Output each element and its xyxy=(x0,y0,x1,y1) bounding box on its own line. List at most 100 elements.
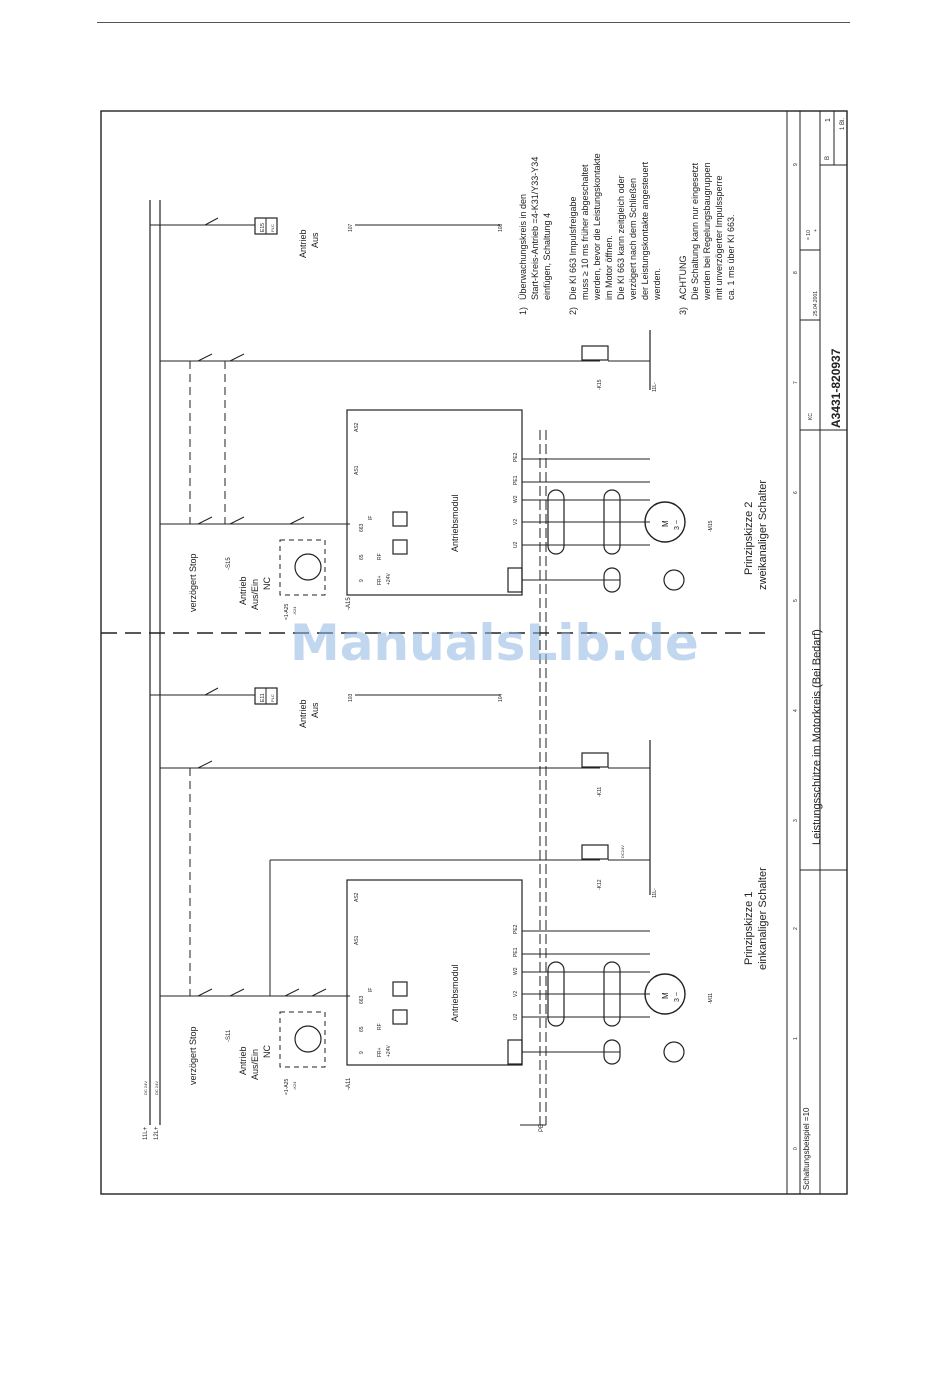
page-top-rule xyxy=(97,22,850,23)
coil-k15 xyxy=(581,345,609,361)
col-4: 4 xyxy=(793,709,799,712)
note-3-num: 3) xyxy=(678,307,688,315)
term-v2-2: V2 xyxy=(513,519,519,525)
plc-ref-1: =1-A25 xyxy=(284,1079,290,1095)
motor-m15 xyxy=(644,501,686,543)
col-0: 0 xyxy=(793,1147,799,1150)
note-2-l4: im Motor öffnen. xyxy=(604,235,614,300)
date-field: 25.04.2001 xyxy=(813,291,819,316)
pe-rail-label: PE xyxy=(539,1124,545,1132)
notes-block: 1) Überwachungskreis in den Start-Kreis-… xyxy=(518,153,736,315)
coil-k15-label: -K15 xyxy=(597,379,603,390)
note-1-l3: einfügen, Schaltung 4 xyxy=(542,213,552,300)
coil-k11 xyxy=(581,752,609,768)
stop-label-1: verzögert Stop xyxy=(188,1026,198,1085)
kc-field: KC xyxy=(808,413,814,420)
term-as1-2: AS1 xyxy=(354,465,360,475)
note-2-l7: der Leistungskontakte angesteuert xyxy=(640,161,650,300)
motor-m11-m: M xyxy=(661,992,670,999)
motor-m15-m: M xyxy=(661,520,670,527)
col-5: 5 xyxy=(793,599,799,602)
antrieb-aus-2: Antrieb xyxy=(298,229,308,258)
drawing-frame xyxy=(100,110,848,1195)
transistor-2 xyxy=(294,553,322,581)
plc-output-box-2 xyxy=(279,539,326,596)
plc-ref-2: =1-A25 xyxy=(284,604,290,620)
note-3-l5: ca. 1 ms über KI 663. xyxy=(726,214,736,300)
term-w2-2: W2 xyxy=(513,495,519,503)
note-1-num: 1) xyxy=(518,307,528,315)
antrieb-label-1: Antrieb xyxy=(238,1046,248,1075)
col-7: 7 xyxy=(793,381,799,384)
rail-dc2: DC 24V xyxy=(154,1081,159,1095)
term-663-2: 663 xyxy=(359,523,365,532)
term-fr-2: FR+ xyxy=(377,575,383,585)
plc-sub-2: -K24 xyxy=(292,606,297,615)
module-ref-1: -A11 xyxy=(346,1077,352,1090)
col-3: 3 xyxy=(793,819,799,822)
motor-m15-3: 3 ~ xyxy=(674,520,681,530)
sheet-title: Leistungsschütze im Motorkreis (Bei Beda… xyxy=(811,629,823,845)
coil-k12 xyxy=(581,844,609,860)
term-if-2: IF xyxy=(368,516,374,520)
sketch1-title: Prinzipskizze 1 xyxy=(743,892,755,965)
example-label: Schaltungsbeispiel =10 xyxy=(802,1107,811,1190)
antrieb-aus-1b: Aus xyxy=(310,702,320,718)
term-rf-1: RF xyxy=(377,1023,383,1030)
switch-s11: -S11 xyxy=(226,1029,232,1042)
antrieb-aus-2b: Aus xyxy=(310,232,320,248)
note-2-l3: werden, bevor die Leistungskontakte xyxy=(592,153,602,301)
term-as2-2: AS2 xyxy=(354,422,360,432)
plc-e11-label: E11 xyxy=(260,693,266,702)
sheet-number: 1 xyxy=(825,118,832,122)
wire-108: 108 xyxy=(498,223,504,232)
term-pe2-1: PE2 xyxy=(513,924,519,934)
term-as1-1: AS1 xyxy=(354,935,360,945)
aus-ein-label-1: Aus/Ein xyxy=(250,1049,260,1080)
drive-module-1 xyxy=(346,879,523,1066)
term-as2-1: AS2 xyxy=(354,892,360,902)
rail-k15: 11L- xyxy=(652,382,658,392)
plc-e15-label: E15 xyxy=(260,223,266,232)
term-65-1: 65 xyxy=(359,1026,365,1032)
term-24v-2: +24V xyxy=(386,573,392,585)
note-2-l8: werden. xyxy=(652,268,662,301)
sketch1-subtitle: einkanaliger Schalter xyxy=(757,867,769,970)
term-24v-1: +24V xyxy=(386,1045,392,1057)
col-2: 2 xyxy=(793,927,799,930)
col-1: 1 xyxy=(793,1037,799,1040)
term-pe1-2: PE1 xyxy=(513,475,519,485)
module-ref-2: -A15 xyxy=(346,597,352,610)
rail-k11: 11L- xyxy=(652,888,658,898)
encoder-m15 xyxy=(663,569,685,591)
note-2-l1: Die KI 663 Impulsfreigabe xyxy=(568,196,578,300)
coil-k12-label: -K12 xyxy=(597,879,603,890)
rail-11l: 11L+ xyxy=(143,1126,149,1140)
sketch2-title: Prinzipskizze 2 xyxy=(743,502,755,575)
coil-k11-label: -K11 xyxy=(597,787,603,797)
term-u2-2: U2 xyxy=(513,541,519,548)
transistor-1 xyxy=(294,1025,322,1053)
plc-e15-sub: PLC xyxy=(270,224,275,232)
note-2-l2: muss ≥ 10 ms früher abgeschaltet xyxy=(580,164,590,300)
note-3-l1: ACHTUNG xyxy=(678,256,688,301)
sketch2-subtitle: zweikanaliger Schalter xyxy=(757,480,769,590)
motor-m15-ref: -M15 xyxy=(708,520,714,532)
term-9-2: 9 xyxy=(359,579,365,582)
wire-104: 104 xyxy=(498,693,504,702)
nc-label-1: NC xyxy=(262,1045,272,1058)
aus-ein-label-2: Aus/Ein xyxy=(250,579,260,610)
eq-field: = 10 xyxy=(806,230,812,240)
col-9: 9 xyxy=(793,163,799,166)
plc-e11-sub: PLC xyxy=(270,694,275,702)
nc-label-2: NC xyxy=(262,577,272,590)
term-9-1: 9 xyxy=(359,1051,365,1054)
output-terminals-2: U2 V2 W2 PE1 PE2 xyxy=(513,452,519,548)
col-6: 6 xyxy=(793,491,799,494)
motor-m11-3: 3 ~ xyxy=(674,992,681,1002)
col-8: 8 xyxy=(793,271,799,274)
output-terminals-1: U2 V2 W2 PE1 PE2 xyxy=(513,924,519,1020)
sheet-count: 1 Bl. xyxy=(840,118,846,130)
rail-12l: 12L+ xyxy=(154,1126,160,1140)
